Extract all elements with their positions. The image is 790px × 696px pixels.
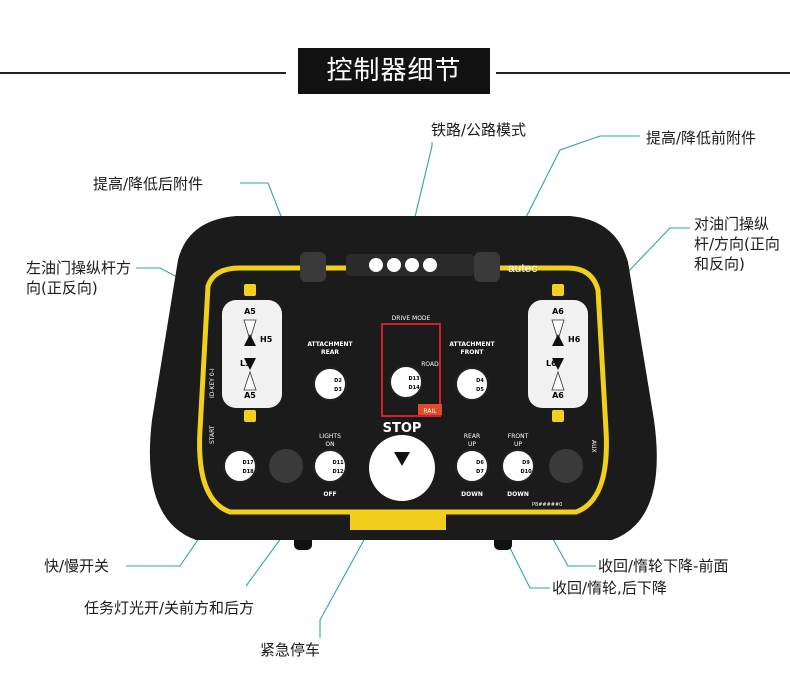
svg-text:ATTACHMENT: ATTACHMENT: [307, 341, 353, 348]
callout-rear-attachment: 提高/降低后附件: [93, 175, 204, 193]
callout-rail-road-mode: 铁路/公路模式: [431, 121, 527, 139]
svg-text:D18: D18: [242, 469, 254, 475]
svg-text:AUX: AUX: [590, 440, 597, 453]
svg-text:ID-KEY 0-I: ID-KEY 0-I: [209, 368, 216, 398]
title-rule-left: [0, 72, 286, 74]
left-lever-label-a: A5: [244, 307, 256, 316]
callout-right-throttle: 对油门操纵杆/方向(正向和反向): [694, 215, 780, 273]
drive-mode-label: DRIVE MODE: [392, 315, 431, 322]
svg-text:DOWN: DOWN: [461, 491, 483, 498]
svg-text:D14: D14: [408, 385, 420, 391]
accent-border: [197, 265, 609, 515]
hook-left: [300, 252, 326, 282]
indicator-led-4: [423, 258, 437, 272]
callout-rear-bogie: 收回/惰轮,后下降: [552, 579, 667, 597]
indicator-led-1: [369, 258, 383, 272]
bottom-tab: [350, 510, 446, 530]
left-down-marker: [244, 410, 256, 422]
drive-mode-box: [381, 323, 441, 417]
svg-text:D7: D7: [476, 469, 484, 475]
callout-front-attachment: 提高/降低前附件: [646, 129, 757, 147]
left-lever-label-a2: A5: [244, 391, 256, 400]
svg-text:START: START: [209, 425, 216, 444]
svg-text:FRONT: FRONT: [461, 349, 485, 356]
right-lever-label-h: H6: [568, 335, 581, 344]
road-label: ROAD: [421, 361, 439, 368]
svg-text:DOWN: DOWN: [507, 491, 529, 498]
svg-text:D10: D10: [520, 469, 532, 475]
callout-front-bogie: 收回/惰轮下降-前面: [598, 557, 729, 575]
svg-text:REAR: REAR: [321, 349, 339, 356]
right-down-marker: [552, 410, 564, 422]
svg-text:D9: D9: [522, 460, 530, 466]
rear-bogie-knob: [455, 449, 489, 483]
svg-text:ON: ON: [325, 441, 334, 448]
page-title: 控制器细节: [298, 48, 490, 94]
svg-text:D5: D5: [476, 387, 484, 393]
svg-text:P8#####0: P8#####0: [532, 502, 562, 508]
hook-right: [474, 252, 500, 282]
rail-label: RAIL: [423, 408, 437, 415]
svg-text:D17: D17: [242, 460, 254, 466]
callout-work-lights: 任务灯光开/关前方和后方: [84, 599, 255, 617]
svg-text:D4: D4: [476, 378, 484, 384]
rail-road-knob: [389, 365, 423, 399]
svg-text:D13: D13: [408, 376, 420, 382]
title-rule-right: [496, 72, 790, 74]
emergency-stop-button: [369, 435, 435, 501]
indicator-led-3: [405, 258, 419, 272]
speed-switch-knob: [223, 449, 257, 483]
callout-left-throttle: 左油门操纵杆方向(正反向): [26, 259, 132, 297]
left-up-marker: [244, 284, 256, 296]
right-lever-label-a: A6: [552, 307, 564, 316]
svg-text:D3: D3: [334, 387, 342, 393]
section-title: 控制器细节: [0, 48, 790, 98]
svg-text:D6: D6: [476, 460, 484, 466]
left-blank-button: [269, 449, 303, 483]
svg-text:REAR: REAR: [464, 433, 480, 440]
right-lever-label-a2: A6: [552, 391, 564, 400]
svg-text:UP: UP: [468, 441, 476, 448]
svg-text:OFF: OFF: [323, 491, 336, 498]
right-blank-button: [549, 449, 583, 483]
callout-speed-switch: 快/慢开关: [44, 557, 110, 575]
indicator-led-2: [387, 258, 401, 272]
right-up-marker: [552, 284, 564, 296]
svg-text:D2: D2: [334, 378, 342, 384]
brand-logo: autec: [508, 261, 537, 275]
left-lever-label-l: L5: [240, 359, 251, 368]
front-bogie-knob: [501, 449, 535, 483]
svg-text:FRONT: FRONT: [508, 433, 529, 440]
rear-attachment-knob: [313, 367, 347, 401]
front-attachment-knob: [455, 367, 489, 401]
svg-text:D11: D11: [332, 460, 344, 466]
svg-text:UP: UP: [514, 441, 522, 448]
svg-text:ATTACHMENT: ATTACHMENT: [449, 341, 495, 348]
callout-emergency-stop: 紧急停车: [260, 641, 321, 659]
left-lever-label-h: H5: [260, 335, 273, 344]
right-lever-label-l: L6: [546, 359, 557, 368]
stop-arrow-icon: [394, 452, 410, 466]
svg-text:LIGHTS: LIGHTS: [319, 433, 341, 440]
svg-text:D12: D12: [332, 469, 344, 475]
lights-switch-knob: [313, 449, 347, 483]
controller-body: autec A5 H5 L5 A5 A6 H6 L6 A6 DRIVE MODE…: [149, 216, 657, 550]
stop-label: STOP: [383, 421, 422, 436]
rail-tag: [418, 404, 442, 415]
left-lever-panel: [222, 300, 282, 408]
right-lever-panel: [528, 300, 588, 408]
